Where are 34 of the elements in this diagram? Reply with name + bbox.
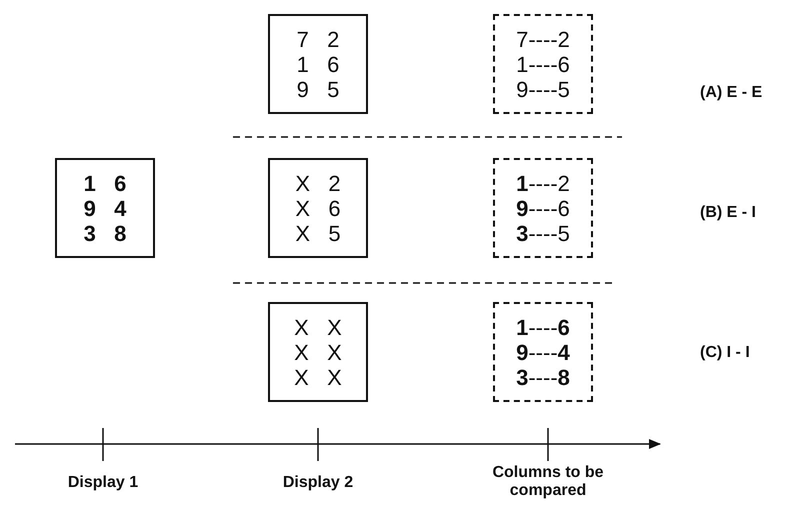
condition-label: (B) E - I — [700, 204, 757, 222]
axis-label: Columns to be compared — [491, 464, 605, 500]
number-row: 3----8 — [516, 364, 570, 390]
number-row: 1 6 — [296, 52, 340, 76]
number-row: 1 6 — [84, 170, 126, 196]
number-row: X X — [294, 364, 342, 390]
number-row: 7 2 — [296, 26, 340, 52]
display-box — [55, 158, 155, 258]
number-row: X X — [294, 340, 342, 364]
number-row: 9 4 — [84, 196, 126, 220]
dashed-box — [493, 302, 593, 402]
dashed-box — [493, 158, 593, 258]
number-row: X 2 — [295, 170, 341, 196]
number-row: X 5 — [295, 220, 341, 246]
dashed-box — [493, 14, 593, 114]
condition-label: (A) E - E — [700, 84, 764, 102]
number-row: 1----6 — [516, 314, 570, 340]
axis-label: Display 2 — [282, 474, 354, 492]
number-row: 1----2 — [516, 170, 570, 196]
number-row: 1----6 — [516, 52, 570, 76]
display-box — [268, 158, 368, 258]
axis-label: Display 1 — [66, 474, 140, 492]
number-row: X 6 — [295, 196, 341, 220]
number-row: X X — [294, 314, 342, 340]
number-row: 9----5 — [516, 76, 570, 102]
condition-label: (C) I - I — [700, 344, 751, 362]
number-row: 3----5 — [516, 220, 570, 246]
number-row: 9----6 — [516, 196, 570, 220]
number-row: 9 5 — [296, 76, 340, 102]
number-row: 9----4 — [516, 340, 570, 364]
display-box — [268, 14, 368, 114]
number-row: 3 8 — [84, 220, 126, 246]
display-box — [268, 302, 368, 402]
number-row: 7----2 — [516, 26, 570, 52]
